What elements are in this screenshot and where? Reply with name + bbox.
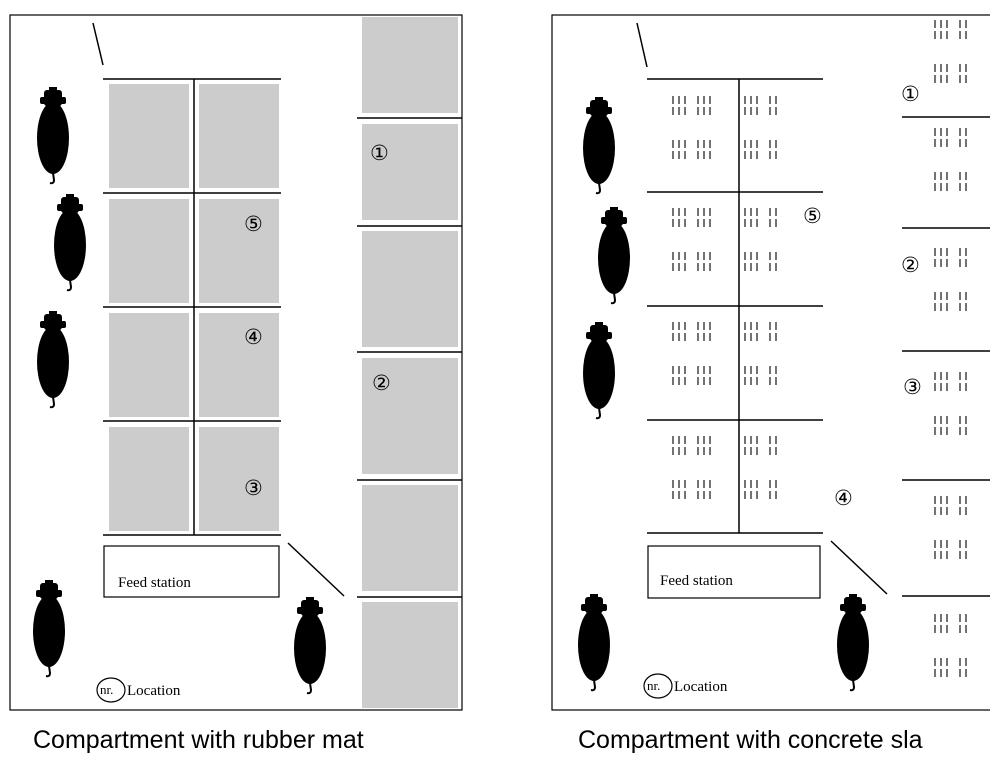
compartment-border [9, 14, 463, 711]
legend-circle [643, 673, 673, 699]
mat-tile [199, 427, 279, 531]
compartment-border [551, 14, 990, 711]
mat-tile [199, 84, 279, 188]
feed-station-box [647, 545, 821, 599]
pig-icon [36, 86, 70, 185]
legend-symbol: nr. [647, 678, 660, 693]
lying-area-grid [647, 78, 823, 534]
legend-text: Location [127, 683, 181, 699]
gate-line [636, 22, 648, 68]
alley-dividers [357, 117, 462, 598]
panel-caption: Compartment with concrete sla [578, 726, 923, 754]
lying-area-mats [109, 84, 279, 531]
pig-icon [293, 596, 327, 695]
location-marker-2: ② [901, 253, 920, 277]
mat-tile [109, 84, 189, 188]
mat-tile [362, 231, 458, 347]
location-marker-4: ④ [244, 325, 263, 349]
location-marker-5: ⑤ [803, 204, 822, 228]
legend-symbol: nr. [100, 682, 113, 697]
gate-line [287, 542, 345, 597]
pig-icon [32, 579, 66, 678]
mat-tile [109, 199, 189, 303]
mat-tile [362, 602, 458, 708]
feed-station-label: Feed station [660, 573, 733, 589]
pig-icon [582, 321, 616, 420]
pig-icon [836, 593, 870, 692]
pig-icon [53, 193, 87, 292]
location-marker-2: ② [372, 371, 391, 395]
mat-tile [199, 199, 279, 303]
location-marker-5: ⑤ [244, 212, 263, 236]
feed-station-box [103, 545, 280, 598]
panel-caption: Compartment with rubber mat [33, 726, 364, 754]
alley-dividers [902, 116, 990, 597]
mat-tile [199, 313, 279, 417]
location-marker-1: ① [370, 141, 389, 165]
gate-line [830, 540, 888, 595]
legend-circle [96, 677, 126, 703]
panel-rubber-mat: Feed station ① ② ③ ④ ⑤ nr. Location Comp… [9, 14, 463, 754]
pig-icon [582, 96, 616, 195]
mat-tile [362, 17, 458, 113]
mat-tile [362, 124, 458, 220]
panel-concrete-slats: Feed station ① ② ③ ④ ⑤ nr. Location Comp… [551, 14, 990, 754]
location-marker-4: ④ [834, 486, 853, 510]
feed-station-label: Feed station [118, 575, 191, 591]
location-marker-1: ① [901, 82, 920, 106]
mat-tile [362, 485, 458, 591]
pig-icon [36, 310, 70, 409]
mat-tile [109, 313, 189, 417]
mat-tile [362, 358, 458, 474]
slat-texture [672, 20, 967, 677]
lying-area-grid [103, 78, 281, 536]
pig-icon [597, 206, 631, 305]
mat-tile [109, 427, 189, 531]
location-marker-3: ③ [244, 476, 263, 500]
location-marker-3: ③ [903, 375, 922, 399]
gate-line [92, 22, 104, 66]
legend-text: Location [674, 679, 728, 695]
pig-icon [577, 593, 611, 692]
alley-mats [362, 17, 458, 708]
